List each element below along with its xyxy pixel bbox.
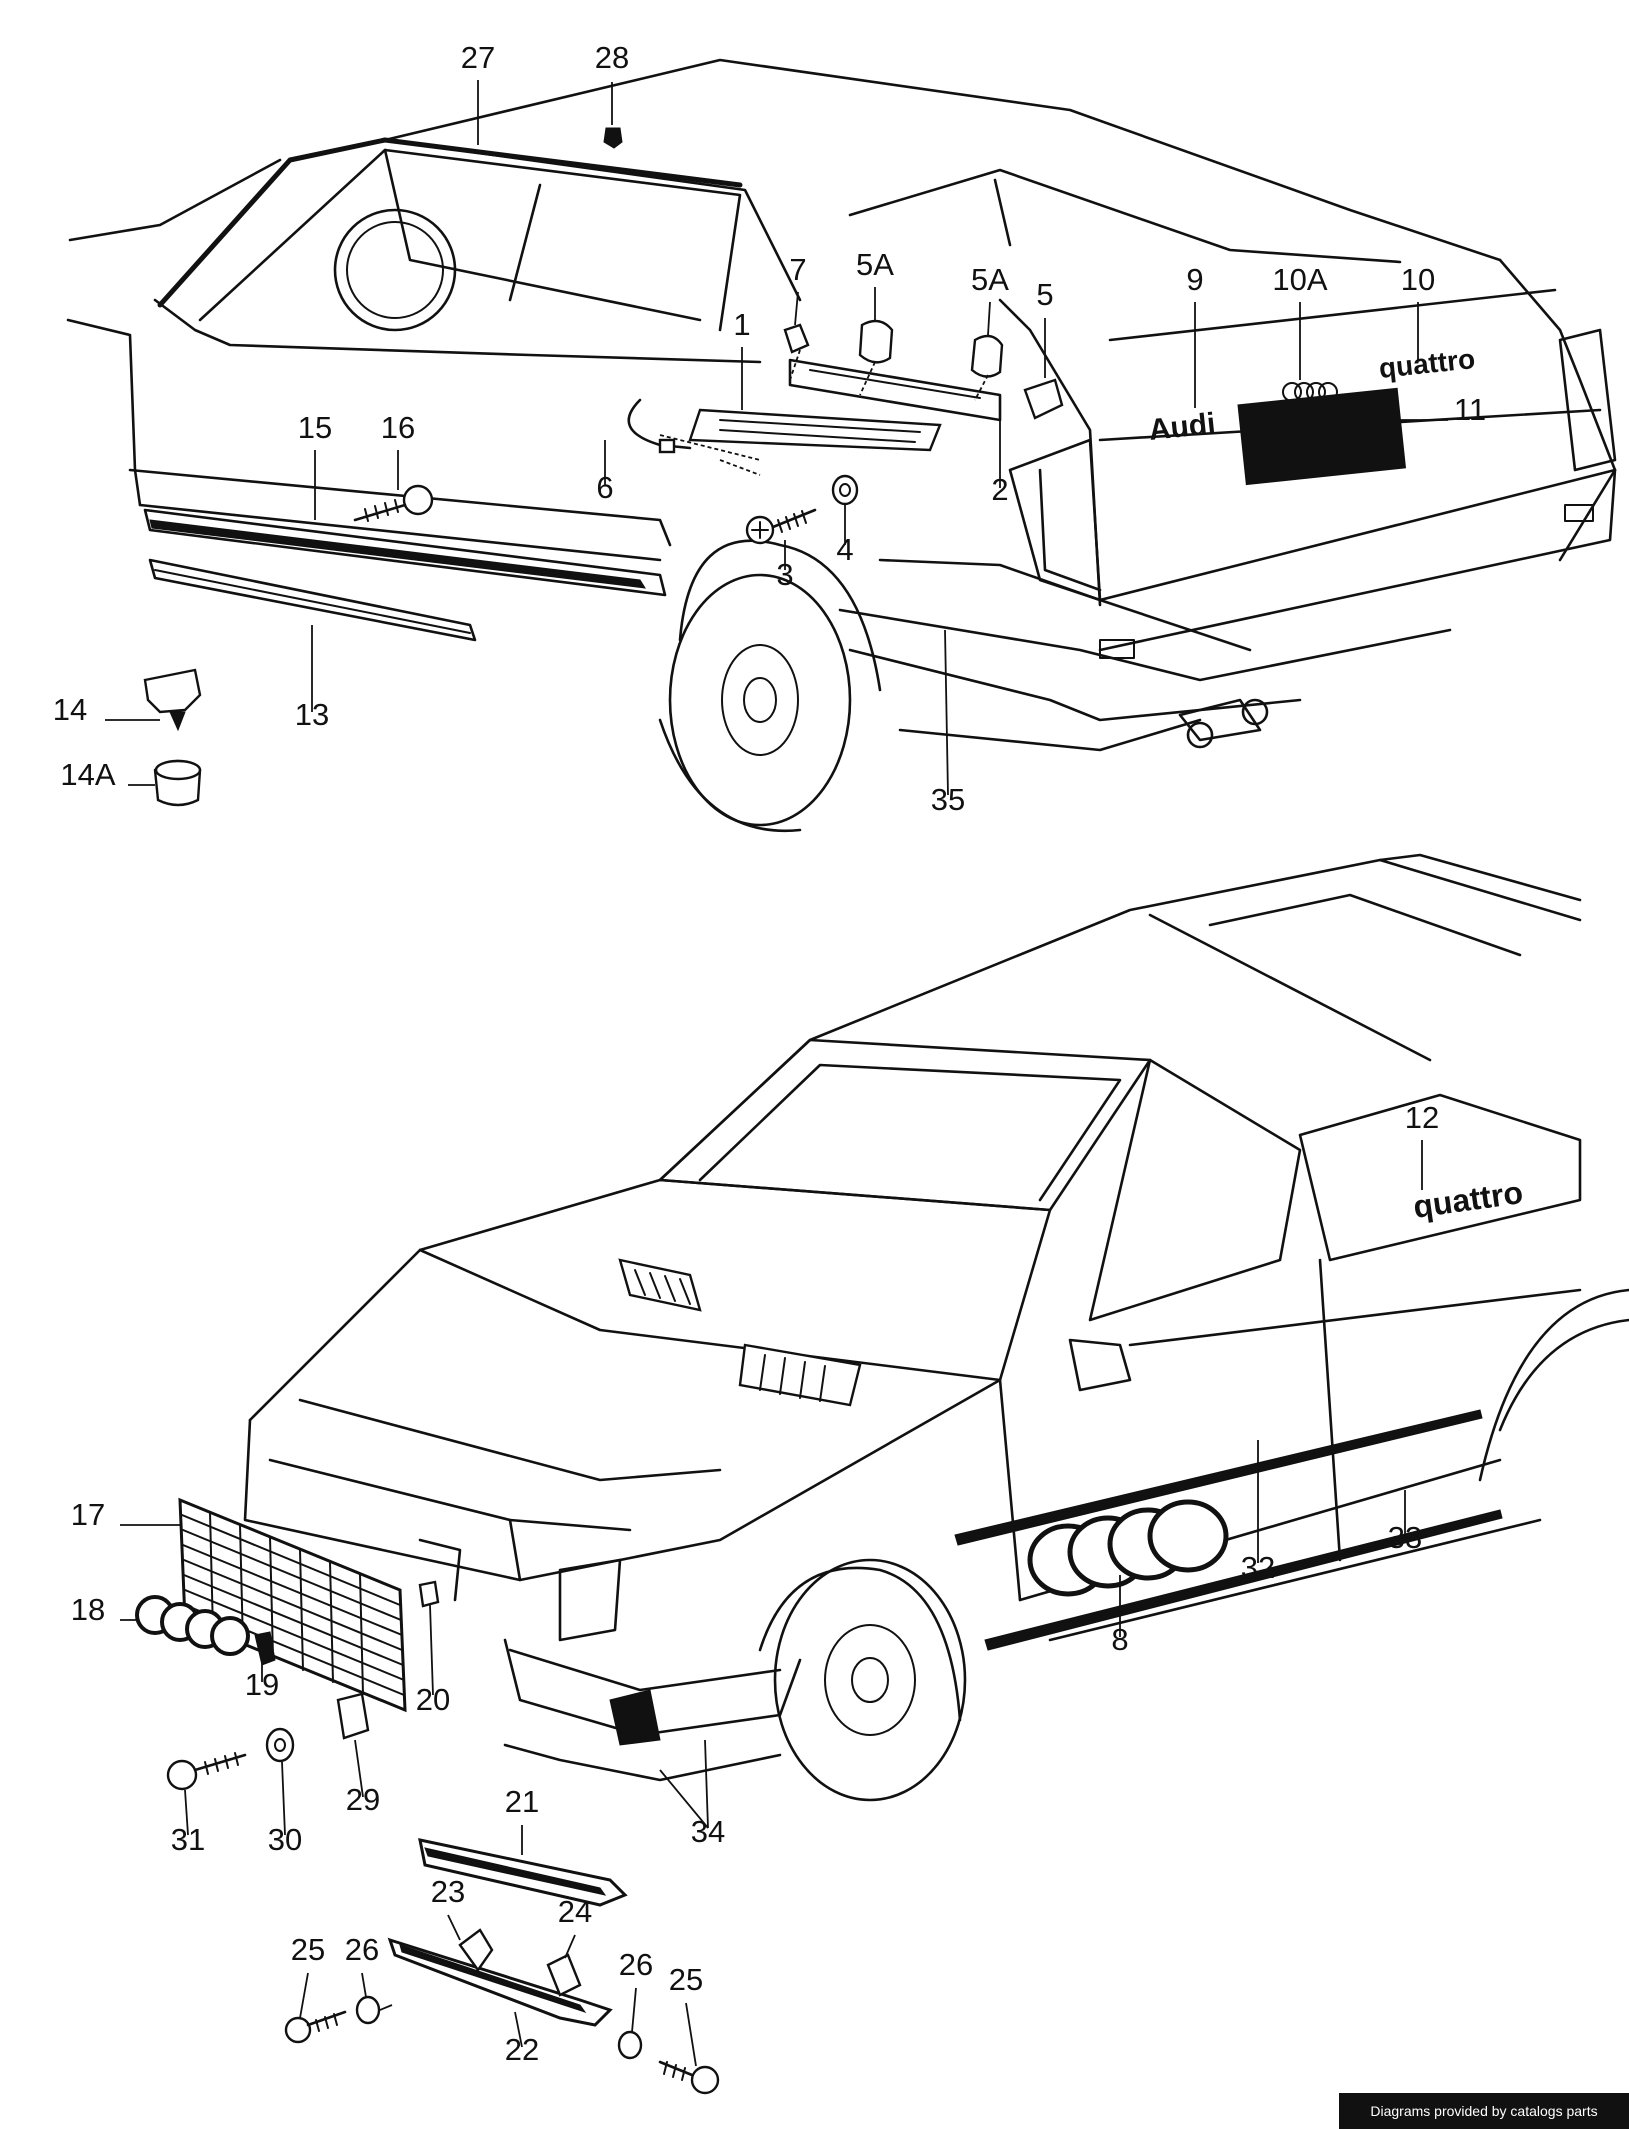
license-plate-area: [1237, 387, 1407, 486]
callout-8: 8: [1111, 1622, 1128, 1657]
callout-18: 18: [71, 1592, 105, 1627]
callout-9: 9: [1186, 262, 1203, 297]
callout-1: 1: [733, 307, 750, 342]
callout-26: 26: [345, 1932, 379, 1967]
side-trim-strip-black: [149, 519, 646, 589]
callout-35: 35: [931, 782, 965, 817]
svg-text:quattro: quattro: [1377, 343, 1476, 384]
bracket-clip-right: [546, 1953, 582, 1997]
door-rings-emblem: [1027, 1499, 1229, 1597]
plug-5A-left: [858, 319, 894, 364]
callout-5A: 5A: [856, 247, 894, 282]
callout-4: 4: [836, 532, 853, 567]
grille-rings-emblem: [135, 1595, 250, 1656]
plug-5A-right: [970, 334, 1004, 378]
rocker-panel-trim: [148, 558, 477, 642]
screw-head-31: [166, 1759, 198, 1791]
grille-clip: [254, 1631, 276, 1666]
callout-32: 32: [1241, 1550, 1275, 1585]
callout-34: 34: [691, 1814, 725, 1849]
front-car-outline: [243, 853, 1629, 1802]
callout-25: 25: [669, 1962, 703, 1997]
screw-head-25-right: [690, 2065, 720, 2095]
callout-11: 11: [1454, 392, 1486, 427]
callout-3: 3: [776, 557, 793, 592]
callout-7: 7: [789, 252, 806, 287]
callout-2: 2: [991, 472, 1008, 507]
callout-20: 20: [416, 1682, 450, 1717]
screw-head-16: [402, 484, 434, 516]
callout-21: 21: [505, 1784, 539, 1819]
side-stripe: [954, 1409, 1483, 1546]
callout-23: 23: [431, 1874, 465, 1909]
callout-33: 33: [1388, 1520, 1422, 1555]
callout-10: 10: [1401, 262, 1435, 297]
callout-29: 29: [346, 1782, 380, 1817]
callout-13: 13: [295, 697, 329, 732]
callout-26: 26: [619, 1947, 653, 1982]
cap-5: [1023, 378, 1064, 420]
callout-19: 19: [245, 1667, 279, 1702]
screw-head-25-left: [284, 2016, 312, 2044]
callout-12: 12: [1405, 1100, 1439, 1135]
callout-14: 14: [53, 692, 87, 727]
callout-10A: 10A: [1272, 262, 1327, 297]
grille-nut: [418, 1580, 440, 1608]
clip-nut: [336, 1692, 370, 1740]
rear-badge-audi: Audi: [1147, 407, 1217, 447]
callout-5: 5: [1036, 277, 1053, 312]
callout-24: 24: [558, 1894, 592, 1929]
callout-17: 17: [71, 1497, 105, 1532]
bracket-clip-left: [458, 1928, 494, 1973]
rear-car-outline: [66, 58, 1617, 833]
callout-28: 28: [595, 40, 629, 75]
callout-31: 31: [171, 1822, 205, 1857]
bracket: [788, 358, 1002, 422]
washer: [831, 474, 859, 506]
callout-25: 25: [291, 1932, 325, 1967]
leader-lines: [105, 80, 1448, 2067]
roof-plug: [603, 127, 623, 149]
front-bumper-spoiler: [609, 1689, 661, 1746]
side-stripe-lower: [984, 1509, 1503, 1651]
washer-26-left: [355, 1995, 381, 2025]
rear-badge-quattro: quattro: [1377, 343, 1476, 384]
radiator-grille: [178, 1497, 407, 1713]
svg-text:Audi: Audi: [1147, 407, 1217, 447]
hood-vent-right: [738, 1343, 862, 1407]
credit-footer: Diagrams provided by catalogs parts: [1339, 2093, 1629, 2129]
callout-30: 30: [268, 1822, 302, 1857]
callout-15: 15: [298, 410, 332, 445]
callout-27: 27: [461, 40, 495, 75]
clip: [143, 668, 202, 714]
callout-6: 6: [596, 470, 613, 505]
roof-moulding: [157, 137, 743, 308]
callout-5A: 5A: [971, 262, 1009, 297]
callout-16: 16: [381, 410, 415, 445]
callout-14A: 14A: [60, 757, 115, 792]
hood-vent-left: [618, 1258, 702, 1312]
washer-26-right: [617, 2030, 643, 2060]
washer-30: [265, 1727, 295, 1763]
callout-22: 22: [505, 2032, 539, 2067]
clip-7: [783, 323, 810, 354]
